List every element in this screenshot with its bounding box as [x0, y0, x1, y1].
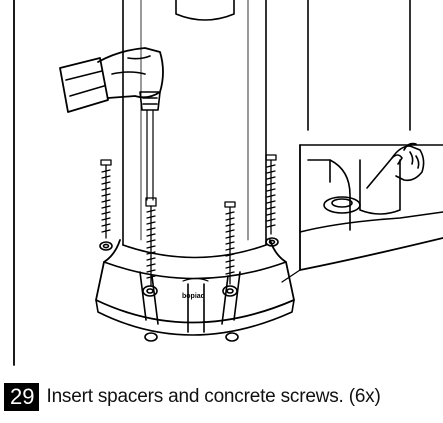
step-caption: 29 Insert spacers and concrete screws. (…	[0, 372, 443, 422]
cordless-drill-icon	[59, 47, 164, 201]
spacer-icon	[323, 196, 361, 214]
step-instruction: Insert spacers and concrete screws. (6x)	[46, 386, 381, 407]
detail-callout	[281, 144, 443, 283]
background-post	[307, 0, 411, 131]
pointing-hand-icon	[366, 142, 425, 189]
column	[122, 0, 267, 246]
brand-logo-text: bopiad	[182, 293, 205, 300]
concrete-screw-icon	[100, 154, 277, 287]
step-number-badge: 29	[4, 383, 40, 411]
base-flange: bopiad	[95, 237, 295, 342]
assembly-illustration: bopiad	[13, 0, 443, 366]
